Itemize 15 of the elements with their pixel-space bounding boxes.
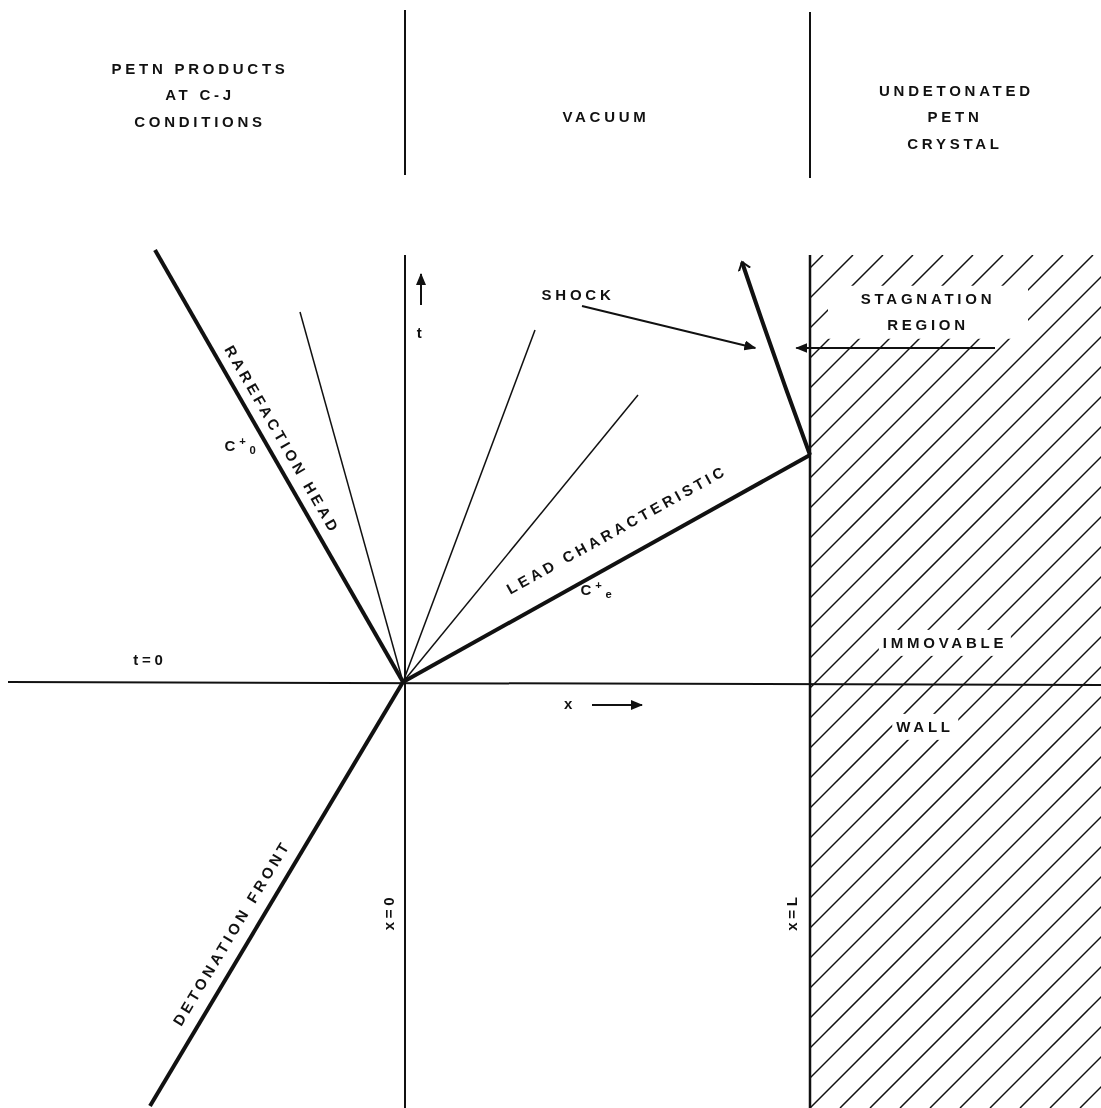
region-label: IMMOVABLE (878, 629, 1012, 657)
region-label: WALL (892, 713, 958, 741)
region-label: UNDETONATED PETN CRYSTAL (879, 80, 1031, 154)
leader-line (795, 343, 996, 353)
callout-label: STAGNATION REGION (828, 285, 1028, 339)
axis-label: t (416, 322, 426, 343)
shock-line (737, 261, 812, 456)
axis-label: x (563, 693, 577, 714)
axis-label: t=0 (133, 649, 167, 670)
axis-label: x=L (781, 893, 801, 931)
callout-label: SHOCK (541, 281, 615, 309)
region-label: VACUUM (562, 106, 650, 127)
region-label: PETN PRODUCTS AT C-J CONDITIONS (110, 58, 290, 132)
axis-label: x=0 (378, 893, 398, 931)
leader-line (581, 305, 757, 351)
